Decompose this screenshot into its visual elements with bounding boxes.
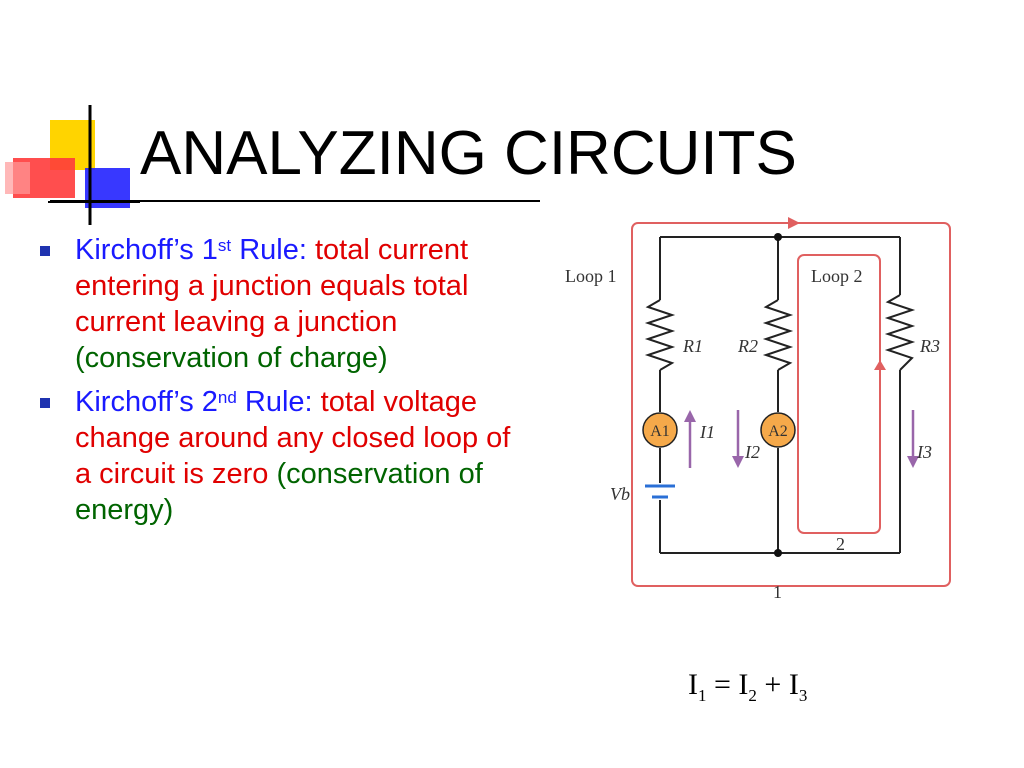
slide-logo	[5, 105, 140, 225]
rule-name: Kirchoff’s 1st Rule:	[75, 234, 315, 266]
label-r2: R2	[737, 336, 758, 356]
loop-2-path	[797, 254, 881, 534]
rule-note: (conservation of charge)	[75, 342, 388, 374]
label-i3: I3	[916, 442, 932, 462]
rule-note: (conservation of energy)	[75, 458, 483, 526]
label-r1: R1	[682, 336, 703, 356]
ammeter-a1	[642, 412, 678, 448]
label-r3: R3	[919, 336, 940, 356]
loop-2-arrow	[874, 360, 886, 370]
rule-name: Kirchoff’s 2nd Rule:	[75, 386, 321, 418]
rule-statement: total voltage change around any closed l…	[75, 386, 511, 490]
label-vb: Vb	[610, 484, 630, 504]
junction-equation: I1 = I2 + I3	[688, 668, 808, 705]
junction-bottom	[774, 549, 782, 557]
slide-title: ANALYZING CIRCUITS	[140, 119, 797, 188]
rule-item-1: Kirchoff’s 1st Rule: total current enter…	[40, 232, 520, 376]
ammeter-a2	[760, 412, 796, 448]
label-i1: I1	[699, 422, 715, 442]
bullet-icon	[40, 246, 50, 256]
junction-top	[774, 233, 782, 241]
bullet-icon	[40, 398, 50, 408]
label-junction-2: 2	[836, 534, 845, 554]
label-loop-2: Loop 2	[811, 266, 863, 286]
rule-item-2: Kirchoff’s 2nd Rule: total voltage chang…	[40, 384, 520, 528]
label-a2: A2	[768, 423, 788, 440]
rule-statement: total current entering a junction equals…	[75, 234, 469, 338]
circuit-diagram: Loop 1 Loop 2 R1 R2 R3 A1 A2 I1 I2 I3 Vb…	[565, 217, 951, 602]
title-underline	[50, 200, 540, 202]
loop-1-arrow	[788, 217, 800, 229]
label-junction-1: 1	[773, 582, 782, 602]
loop-1-path	[631, 222, 951, 587]
label-loop-1: Loop 1	[565, 266, 617, 286]
rules-list: Kirchoff’s 1st Rule: total current enter…	[40, 232, 520, 536]
label-a1: A1	[650, 423, 670, 440]
label-i2: I2	[744, 442, 760, 462]
